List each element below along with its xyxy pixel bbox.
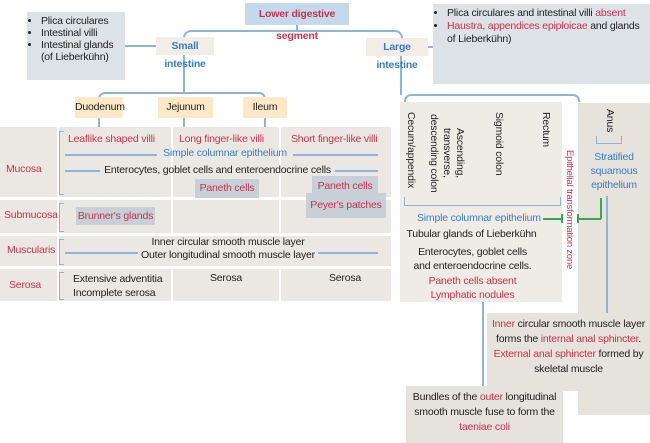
- connector: [428, 46, 434, 48]
- connector: [183, 54, 185, 94]
- villi-duodenum: Leaflike shaped villi: [68, 133, 155, 145]
- taeniae-note: Bundles of the outer longitudinal smooth…: [406, 386, 563, 443]
- segment-anus: Anus: [604, 109, 616, 133]
- colon-panel: [400, 102, 562, 302]
- segment-cecum: Cecum/appendix: [405, 112, 417, 188]
- anus-epithelium: Stratified squamous epithelium: [590, 151, 638, 191]
- villi-ileum: Short finger-like villi: [291, 133, 378, 145]
- villi-jejunum: Long finger-like villi: [179, 133, 264, 145]
- peyers-patches: Peyer's patches: [306, 193, 386, 218]
- layer-submucosa: Submucosa: [4, 209, 58, 221]
- segment-sigmoid: Sigmoid colon: [493, 112, 505, 176]
- paneth-jejunum: Paneth cells: [195, 179, 259, 198]
- brunners-glands: Brunner's glands: [76, 207, 155, 225]
- large-intestine-features: Plica circulares and intestinal villi ab…: [433, 4, 650, 84]
- segment-ileum: Ileum: [243, 97, 287, 118]
- serosa-ileum: Serosa: [328, 272, 362, 284]
- title: Lower digestive segment: [245, 3, 349, 42]
- segment-jejunum: Jejunum: [158, 97, 213, 118]
- colon-cells: Enterocytes, goblet cells and enteroendo…: [413, 246, 532, 272]
- paneth-ileum: Paneth cells: [312, 176, 378, 196]
- connector: [404, 94, 580, 102]
- connector: [125, 45, 157, 47]
- segment-duodenum: Duodenum: [75, 97, 125, 118]
- sphincter-note: Inner circular smooth muscle layer forms…: [487, 313, 650, 391]
- colon-glands: Tubular glands of Lieberkühn: [406, 228, 537, 240]
- mucosa-epithelium: Simple columnar epithelium: [163, 147, 287, 159]
- mucosa-cells: Enterocytes, goblet cells and enteroendo…: [104, 164, 331, 176]
- lymphatic-nodules: Lymphatic nodules: [430, 289, 515, 301]
- serosa-jejunum: Serosa: [209, 272, 243, 284]
- large-intestine-label: Large intestine: [366, 38, 428, 71]
- segment-colon: Ascending, transverse, descending colon: [428, 113, 466, 193]
- small-intestine-features: Plica circularesIntestinal villiIntestin…: [27, 12, 125, 80]
- segment-rectum: Rectum: [540, 112, 552, 147]
- layer-serosa: Serosa: [9, 279, 42, 291]
- layer-muscularis: Muscularis: [7, 244, 56, 256]
- layer-mucosa: Mucosa: [6, 163, 42, 175]
- paneth-absent: Paneth cells absent: [428, 275, 517, 287]
- transformation-zone: Epithelial transformation zone: [564, 150, 575, 270]
- small-intestine-label: Small intestine: [156, 37, 214, 70]
- connector: [98, 92, 266, 100]
- colon-epithelium: Simple columnar epithelium: [417, 212, 541, 224]
- connector: [183, 30, 403, 40]
- connector: [400, 55, 402, 95]
- connector: [296, 24, 298, 32]
